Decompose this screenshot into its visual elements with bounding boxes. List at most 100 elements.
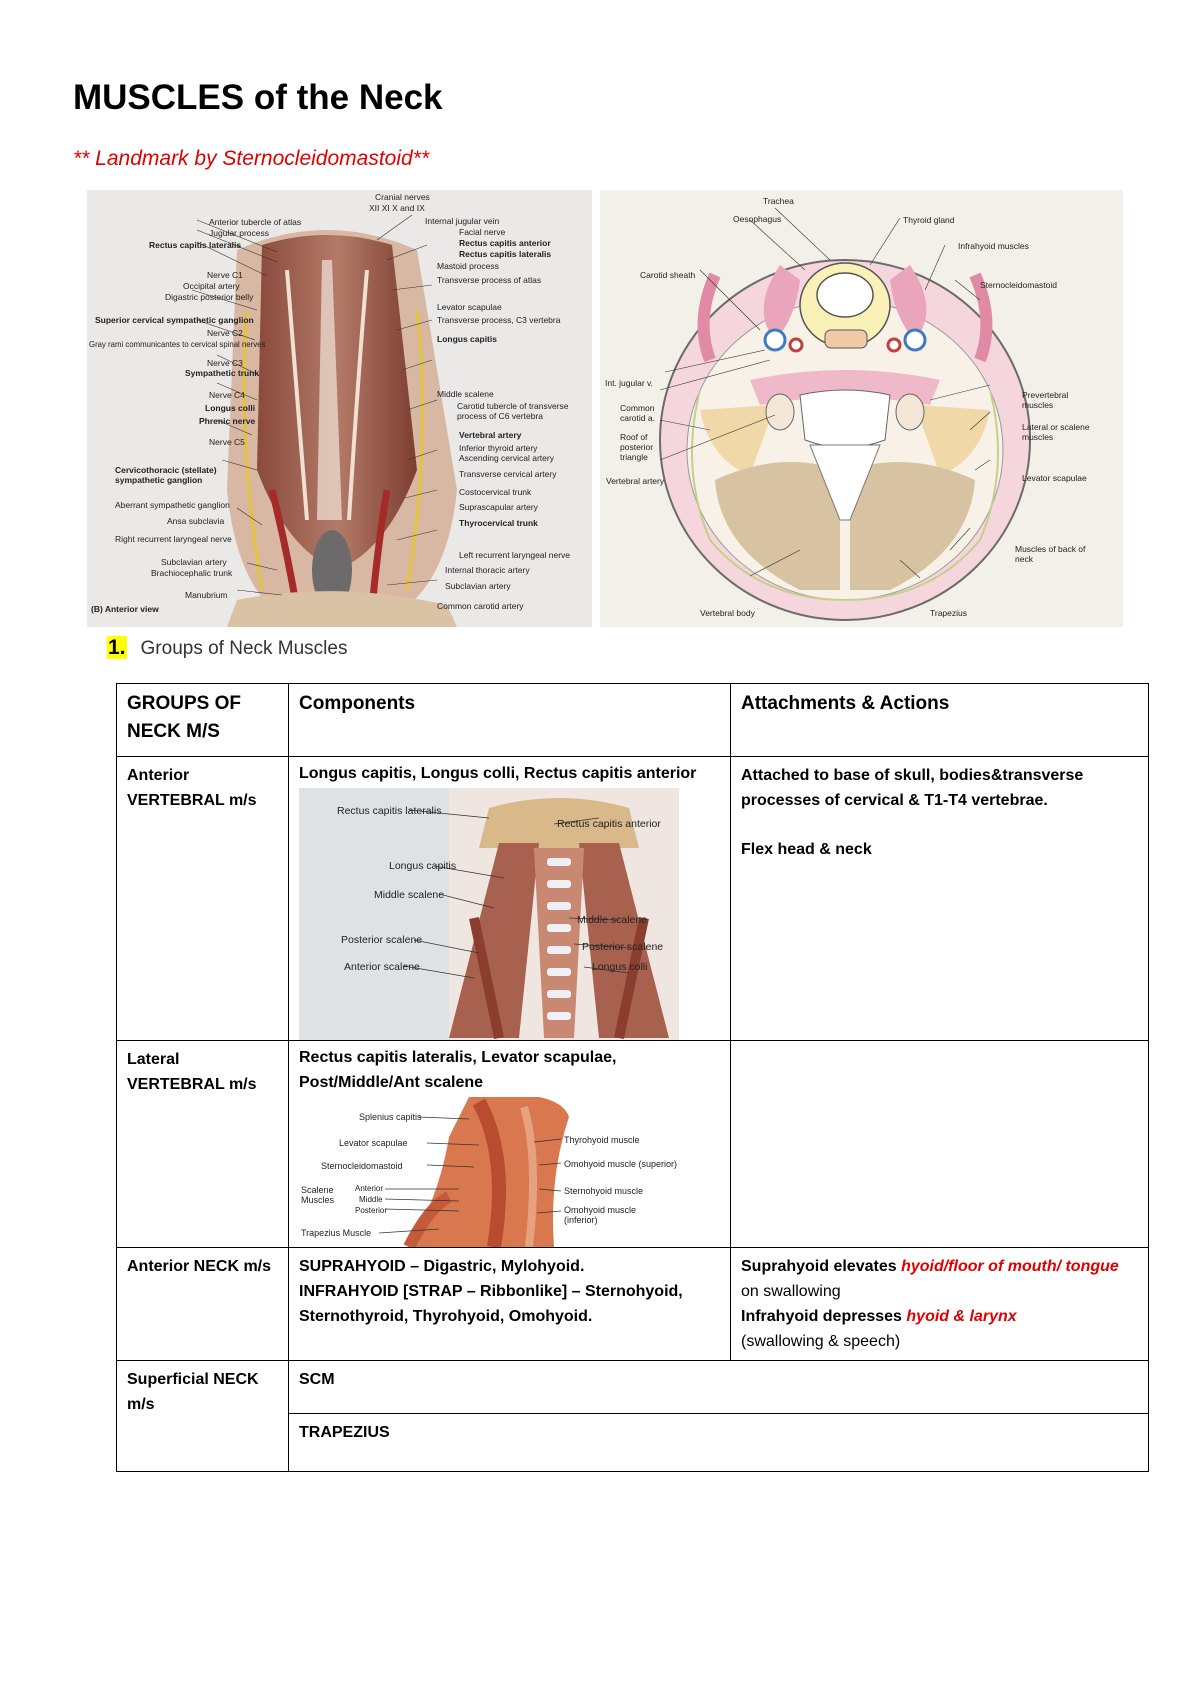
group-cell: Anterior NECK m/s (116, 1247, 289, 1361)
attachments-text: Attached to base of skull, bodies&transv… (741, 767, 1084, 809)
fig-left-label: Longus capitis (437, 334, 497, 344)
fig-right-label: Carotid sheath (640, 270, 696, 280)
fig-left-label: Ascending cervical artery (459, 453, 554, 463)
neck-cross-section-figure: Trachea Oesophagus Thyroid gland Infrahy… (600, 190, 1123, 627)
fig-left-label: (B) Anterior view (91, 604, 159, 614)
components-text: Rectus capitis lateralis, Levator scapul… (299, 1049, 617, 1091)
figure-label: Omohyoid muscle (superior) (564, 1159, 678, 1169)
fig-right-label: Common carotid a. (620, 403, 655, 423)
action-highlight: hyoid & larynx (906, 1308, 1017, 1325)
figure-label: Anterior (355, 1184, 384, 1193)
figure-label: Posterior scalene (582, 941, 664, 953)
fig-left-label: Common carotid artery (437, 601, 524, 611)
components-cell: Longus capitis, Longus colli, Rectus cap… (288, 756, 731, 1041)
lateral-neck-muscles-figure: Splenius capitis Levator scapulae Sterno… (299, 1097, 677, 1247)
fig-left-label: Facial nerve (459, 227, 506, 237)
prevertebral-muscles-figure: Rectus capitis lateralis Rectus capitis … (299, 788, 679, 1040)
fig-left-label: Transverse process of atlas (437, 275, 542, 285)
components-text: Longus capitis, Longus colli, Rectus cap… (299, 765, 697, 782)
components-text: INFRAHYOID [STRAP – Ribbonlike] – Sterno… (299, 1283, 683, 1325)
fig-right-label: Int. jugular v. (605, 378, 654, 388)
neck-muscle-groups-table: GROUPS OF NECK M/S Components Attachment… (116, 683, 1149, 1472)
fig-left-label: Manubrium (185, 590, 228, 600)
fig-left-label: XII XI X and IX (369, 203, 425, 213)
group-cell: Lateral VERTEBRAL m/s (116, 1040, 289, 1248)
fig-left-label: Inferior thyroid artery (459, 443, 538, 453)
fig-right-label: Muscles of back of neck (1015, 544, 1086, 564)
anterior-dissection-figure: Anterior tubercle of atlas Jugular proce… (87, 190, 592, 627)
page-subtitle: ** Landmark by Sternocleidomastoid** (73, 147, 430, 170)
action-note: (swallowing & speech) (741, 1333, 901, 1350)
fig-right-label: Lateral or scalene muscles (1022, 422, 1090, 442)
section-number: 1. (107, 636, 127, 659)
fig-left-label: Superior cervical sympathetic ganglion (95, 315, 254, 325)
components-cell: Rectus capitis lateralis, Levator scapul… (288, 1040, 731, 1248)
figure-label: Middle scalene (374, 889, 445, 901)
action-text: on swallowing (741, 1283, 841, 1300)
fig-right-label: Sternocleidomastoid (980, 280, 1058, 290)
figure-label: Middle scalene (577, 914, 648, 926)
fig-left-label: Internal jugular vein (425, 216, 500, 226)
header-attachments: Attachments & Actions (730, 683, 1149, 757)
fig-left-label: Suprascapular artery (459, 502, 538, 512)
attachments-cell (730, 1040, 1149, 1248)
fig-left-label: Mastoid process (437, 261, 499, 271)
table-row: TRAPEZIUS (117, 1413, 1149, 1472)
fig-left-label: Gray rami communicantes to cervical spin… (89, 340, 266, 349)
figure-label: Sternohyoid muscle (564, 1186, 644, 1196)
components-cell: SUPRAHYOID – Digastric, Mylohyoid. INFRA… (288, 1247, 731, 1361)
action-highlight: hyoid/floor of mouth/ tongue (901, 1258, 1119, 1275)
group-cell: Superficial NECK m/s (116, 1360, 289, 1472)
fig-left-label: Subclavian artery (161, 557, 227, 567)
figure-label: Longus capitis (389, 860, 457, 872)
figure-row: Anterior tubercle of atlas Jugular proce… (87, 190, 1123, 627)
page-title: MUSCLES of the Neck (73, 78, 443, 117)
figure-label: Trapezius Muscle (301, 1228, 372, 1238)
fig-left-label: Jugular process (209, 228, 270, 238)
table-header-row: GROUPS OF NECK M/S Components Attachment… (116, 683, 1149, 757)
action-text: Suprahyoid elevates (741, 1258, 902, 1275)
fig-left-label: Longus colli (205, 403, 256, 413)
trapezius-cell: TRAPEZIUS (288, 1413, 1149, 1472)
group-cell: Anterior VERTEBRAL m/s (116, 756, 289, 1041)
prevertebral-illustration (299, 788, 679, 1040)
attachments-cell: Attached to base of skull, bodies&transv… (730, 756, 1149, 1041)
figure-label: Levator scapulae (339, 1138, 408, 1148)
figure-label: Sternocleidomastoid (321, 1161, 403, 1171)
fig-left-label: Middle scalene (437, 389, 494, 399)
fig-left-label: Nerve C4 (209, 390, 245, 400)
dissection-illustration (87, 190, 592, 627)
header-components: Components (288, 683, 731, 757)
fig-left-label: Rectus capitis lateralis (149, 240, 242, 250)
fig-right-label: Infrahyoid muscles (958, 241, 1029, 251)
fig-left-label: Digastric posterior belly (165, 292, 254, 302)
figure-label: Rectus capitis anterior (557, 818, 661, 830)
fig-left-label: Right recurrent laryngeal nerve (115, 534, 232, 544)
fig-left-label: Rectus capitis anterior (459, 238, 551, 248)
section-heading: 1. Groups of Neck Muscles (107, 636, 347, 660)
fig-left-label: Vertebral artery (459, 430, 522, 440)
fig-left-label: Carotid tubercle of transverse process o… (457, 401, 569, 421)
table-row: Anterior NECK m/s SUPRAHYOID – Digastric… (116, 1247, 1149, 1361)
fig-right-label: Oesophagus (733, 214, 782, 224)
fig-left-label: Ansa subclavia (167, 516, 225, 526)
fig-left-label: Levator scapulae (437, 302, 502, 312)
header-groups: GROUPS OF NECK M/S (116, 683, 289, 757)
fig-left-label: Cervicothoracic (stellate) sympathetic g… (115, 465, 217, 485)
fig-left-label: Internal thoracic artery (445, 565, 530, 575)
fig-left-label: Nerve C2 (207, 328, 243, 338)
fig-right-label: Vertebral body (700, 608, 755, 618)
fig-left-label: Nerve C1 (207, 270, 243, 280)
figure-label: Middle (359, 1195, 383, 1204)
lateral-neck-illustration (299, 1097, 659, 1247)
table-row: Anterior VERTEBRAL m/s Longus capitis, L… (116, 756, 1149, 1041)
figure-label: Splenius capitis (359, 1112, 422, 1122)
fig-left-label: Brachiocephalic trunk (151, 568, 233, 578)
fig-left-label: Left recurrent laryngeal nerve (459, 550, 571, 560)
actions-text: Flex head & neck (741, 841, 872, 858)
infrahyoid-action: Infrahyoid depresses hyoid & larynx (741, 1304, 1138, 1329)
fig-right-label: Trachea (763, 196, 794, 206)
fig-left-label: Aberrant sympathetic ganglion (115, 500, 230, 510)
figure-label: Longus colli (592, 961, 648, 973)
section-label: Groups of Neck Muscles (140, 638, 348, 659)
